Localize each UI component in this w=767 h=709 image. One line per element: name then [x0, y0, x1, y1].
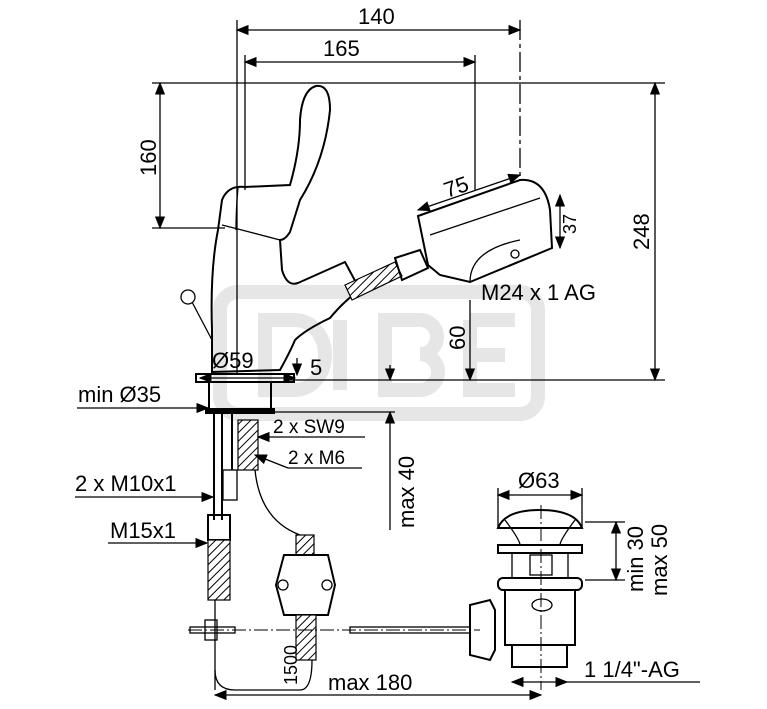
dim-140: 140: [358, 4, 395, 29]
dim-base-dia: Ø59: [212, 348, 254, 373]
dim-waste-dia: Ø63: [518, 468, 560, 493]
dim-waste-thread: 1 1/4"-AG: [584, 657, 680, 682]
dim-5: 5: [310, 355, 322, 380]
dim-studs: 2 x M6: [288, 448, 345, 469]
dim-hose-length: 1500: [281, 645, 301, 685]
dim-37: 37: [560, 214, 580, 234]
dim-165: 165: [323, 36, 360, 61]
dim-nuts: 2 x SW9: [273, 417, 345, 438]
dim-max-40: max 40: [394, 456, 419, 528]
dim-hole-dia: min Ø35: [78, 382, 161, 407]
dimension-labels: 140 165 160 248 75 37 M24 x 1 AG 60 Ø59 …: [75, 4, 680, 695]
dim-248: 248: [629, 213, 654, 250]
dim-min-30: min 30: [623, 526, 648, 592]
dim-max-180: max 180: [328, 670, 412, 695]
pop-up-waste: [469, 505, 584, 690]
dim-160: 160: [136, 139, 161, 176]
dim-spray-thread: M24 x 1 AG: [481, 280, 596, 305]
dim-hose-thread: M15x1: [110, 518, 176, 543]
dim-60: 60: [445, 326, 470, 350]
watermark-logo: [213, 285, 545, 421]
dim-supply-thread: 2 x M10x1: [75, 471, 177, 496]
dimension-lines: [75, 20, 700, 701]
dim-max-50: max 50: [647, 524, 672, 596]
